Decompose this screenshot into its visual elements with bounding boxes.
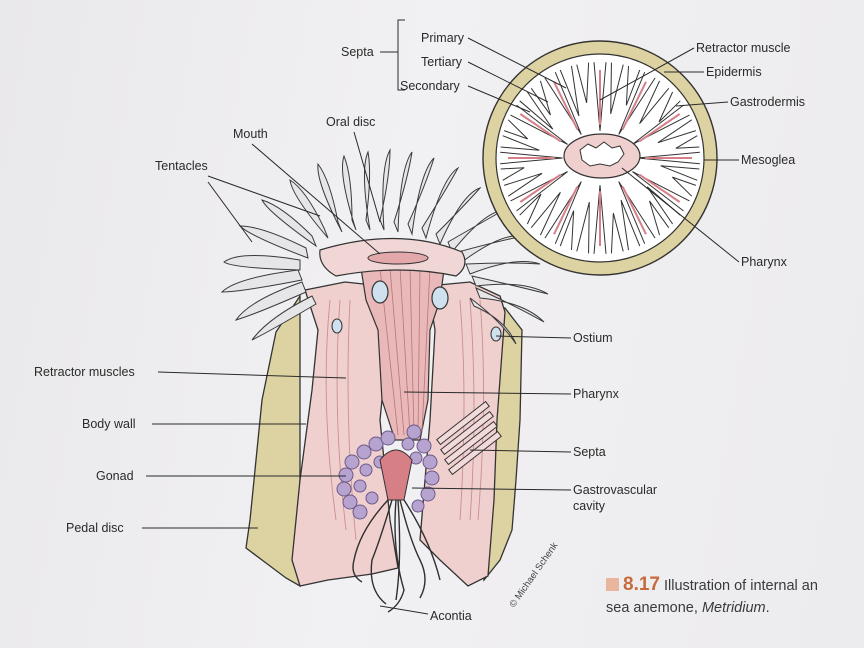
retractor-muscle-streak [638, 173, 681, 203]
septum-spoke [660, 165, 700, 181]
septum-spoke [519, 91, 554, 130]
septum-spoke [610, 62, 624, 115]
caption-line-2-suffix: . [765, 600, 770, 616]
septum-spoke [503, 172, 543, 197]
septum-spoke [675, 135, 700, 149]
label-retractor-muscles: Retractor muscles [34, 365, 135, 379]
retractor-muscle-streak [638, 113, 681, 143]
caption-square-icon [606, 578, 619, 591]
label-secondary: Secondary [400, 79, 461, 93]
gonad-cluster [336, 424, 440, 520]
label-retractor-muscle: Retractor muscle [696, 41, 791, 55]
septum-spoke [576, 62, 590, 103]
label-ostium: Ostium [573, 331, 613, 345]
retractor-muscle-streak [519, 113, 562, 143]
caption-line-2-prefix: sea anemone, [606, 600, 702, 616]
septum-spoke [658, 91, 681, 123]
caption-species: Metridium [701, 600, 766, 616]
label-septa: Septa [341, 45, 374, 59]
septum-spoke [625, 65, 641, 106]
septum-spoke [632, 171, 690, 212]
cross-section [482, 40, 718, 276]
septum-spoke [657, 119, 697, 144]
septum-spoke [519, 193, 542, 225]
retractor-muscle-streak [621, 186, 647, 235]
label-mouth: Mouth [233, 127, 268, 141]
label-mesoglea: Mesoglea [741, 153, 795, 167]
label-acontia: Acontia [430, 609, 472, 623]
caption-figure-number: 8.17 [623, 574, 660, 595]
label-gastrodermis: Gastrodermis [730, 95, 805, 109]
septum-spoke [500, 135, 540, 151]
label-gastrovascular: Gastrovascular [573, 483, 657, 497]
septum-spoke [500, 167, 525, 181]
body-wall-shape [245, 293, 301, 588]
septum-spoke [649, 200, 670, 236]
caption-line-1: Illustration of internal an [663, 578, 818, 594]
label-pharynx: Pharynx [573, 387, 620, 401]
septum-spoke [530, 192, 561, 236]
label-epidermis: Epidermis [706, 65, 762, 79]
label-primary: Primary [421, 31, 465, 45]
anemone-body [245, 261, 523, 613]
label-tertiary: Tertiary [421, 55, 463, 69]
retractor-muscle-streak [553, 81, 579, 130]
septum-spoke [559, 210, 575, 251]
label-oral-disc: Oral disc [326, 115, 375, 129]
septum-spoke [576, 201, 590, 254]
label-septa-lower: Septa [573, 445, 606, 459]
septum-spoke [559, 65, 580, 117]
septum-spoke [510, 171, 568, 212]
label-cavity: cavity [573, 499, 606, 513]
label-gonad: Gonad [96, 469, 134, 483]
septum-spoke [510, 104, 568, 145]
acontia-threads [352, 499, 441, 613]
credit-text: © Michael Schenk [507, 540, 560, 609]
septum-spoke [503, 119, 528, 140]
label-tentacles: Tentacles [155, 159, 208, 173]
label-pedal-disc: Pedal disc [66, 521, 124, 535]
septum-spoke [672, 176, 697, 197]
label-pharynx-cross: Pharynx [741, 255, 788, 269]
retractor-muscle-streak [519, 173, 562, 203]
retractor-muscle-streak [553, 186, 579, 235]
septum-spoke [639, 80, 670, 124]
label-body-wall: Body wall [82, 417, 136, 431]
septum-spoke [610, 213, 624, 254]
retractor-muscle-streak [621, 81, 647, 130]
tentacles [220, 148, 549, 345]
septum-spoke [620, 199, 641, 251]
